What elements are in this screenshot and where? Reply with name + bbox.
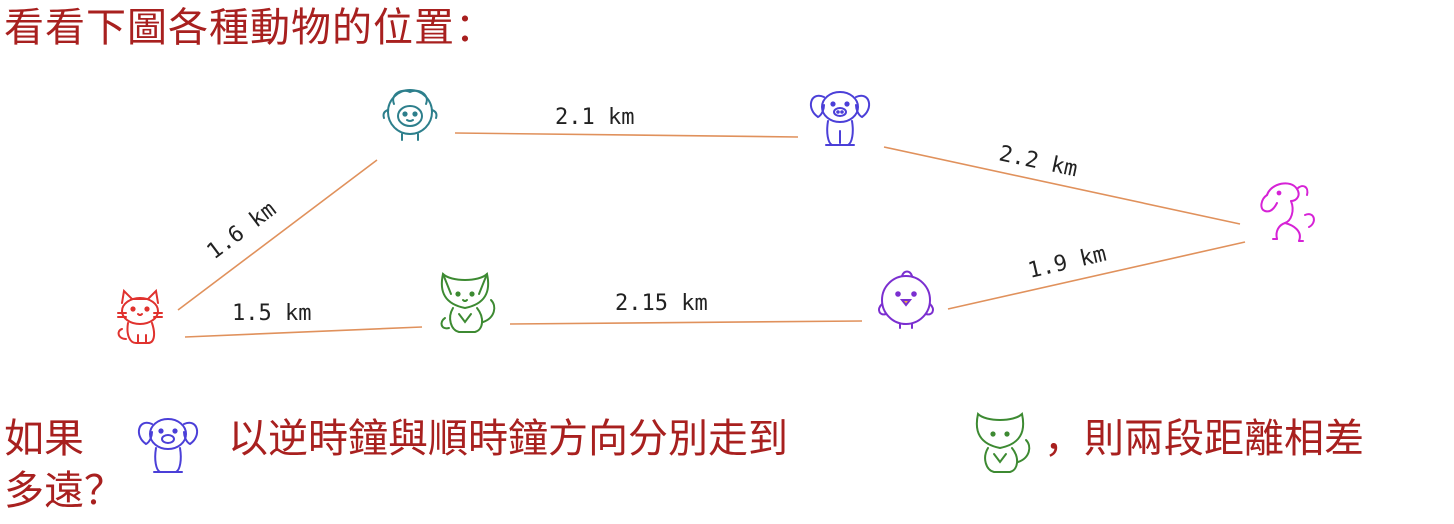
edge-chick-horse	[947, 241, 1246, 310]
question-part-2: 以逆時鐘與順時鐘方向分別走到	[228, 416, 788, 462]
edge-dog-horse	[883, 146, 1241, 225]
edge-label-cat-sheep: 1.6 km	[203, 197, 282, 265]
edge-fox-chick	[509, 320, 863, 325]
edge-label-chick-horse: 1.9 km	[1026, 242, 1109, 284]
horse-icon	[1260, 182, 1315, 242]
question-line-2: 多遠？	[4, 468, 124, 514]
question-part-3: ，則兩段距離相差	[1044, 416, 1364, 462]
dog-icon	[809, 91, 871, 146]
fox-icon	[440, 272, 496, 333]
sheep-icon	[382, 89, 438, 141]
edge-sheep-dog	[454, 132, 799, 138]
cat-icon	[117, 288, 163, 344]
edge-label-cat-fox: 1.5 km	[232, 301, 311, 326]
page-title: 看看下圖各種動物的位置：	[4, 5, 496, 51]
edge-label-sheep-dog: 2.1 km	[555, 105, 634, 130]
edge-label-fox-chick: 2.15 km	[615, 291, 708, 316]
dog-icon	[137, 418, 199, 473]
question-part-1: 如果	[4, 416, 84, 462]
edge-cat-fox	[184, 326, 423, 338]
edge-cat-sheep	[177, 159, 378, 311]
fox-icon	[975, 412, 1031, 473]
edge-label-dog-horse: 2.2 km	[997, 141, 1080, 182]
chick-icon	[878, 270, 934, 329]
